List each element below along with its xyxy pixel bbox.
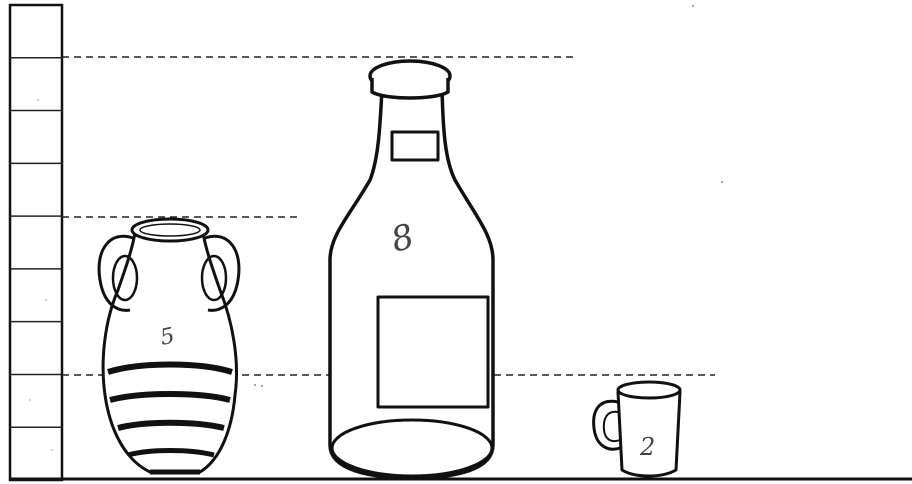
cup-number: 2 xyxy=(639,433,655,461)
measuring-ruler xyxy=(10,5,62,480)
vase-body xyxy=(103,233,236,472)
cup-rim xyxy=(618,382,680,398)
vase-mouth xyxy=(132,219,208,241)
ruler-tick-lines xyxy=(10,58,62,427)
vase: 5 xyxy=(99,219,239,472)
bottle: 8 xyxy=(330,61,493,478)
cup: 2 xyxy=(594,382,680,476)
